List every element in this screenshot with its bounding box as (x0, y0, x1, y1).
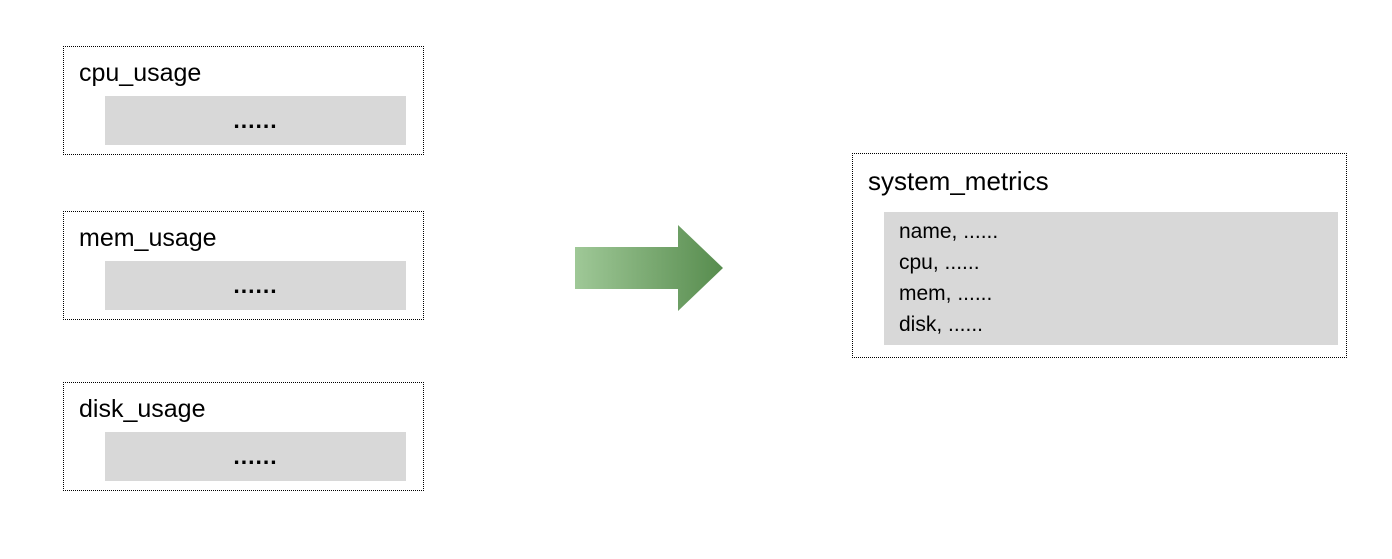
table-fields-panel: name, ...... cpu, ...... mem, ...... dis… (884, 212, 1338, 345)
field-row: mem, ...... (899, 282, 993, 305)
field-row: name, ...... (899, 220, 999, 243)
target-table-system-metrics: system_metrics name, ...... cpu, ...... … (852, 153, 1347, 358)
source-table-disk: disk_usage ...... (63, 382, 424, 491)
table-title: system_metrics (868, 166, 1049, 196)
source-table-mem: mem_usage ...... (63, 211, 424, 320)
table-title: disk_usage (79, 395, 206, 423)
merge-arrow-icon (575, 225, 723, 311)
table-rows-placeholder: ...... (105, 96, 406, 145)
field-row: cpu, ...... (899, 251, 980, 274)
table-rows-placeholder: ...... (105, 432, 406, 481)
table-title: cpu_usage (79, 59, 202, 87)
table-title: mem_usage (79, 224, 217, 252)
right-arrow-icon (575, 225, 723, 311)
field-row: disk, ...... (899, 313, 984, 336)
source-table-cpu: cpu_usage ...... (63, 46, 424, 155)
table-rows-placeholder: ...... (105, 261, 406, 310)
